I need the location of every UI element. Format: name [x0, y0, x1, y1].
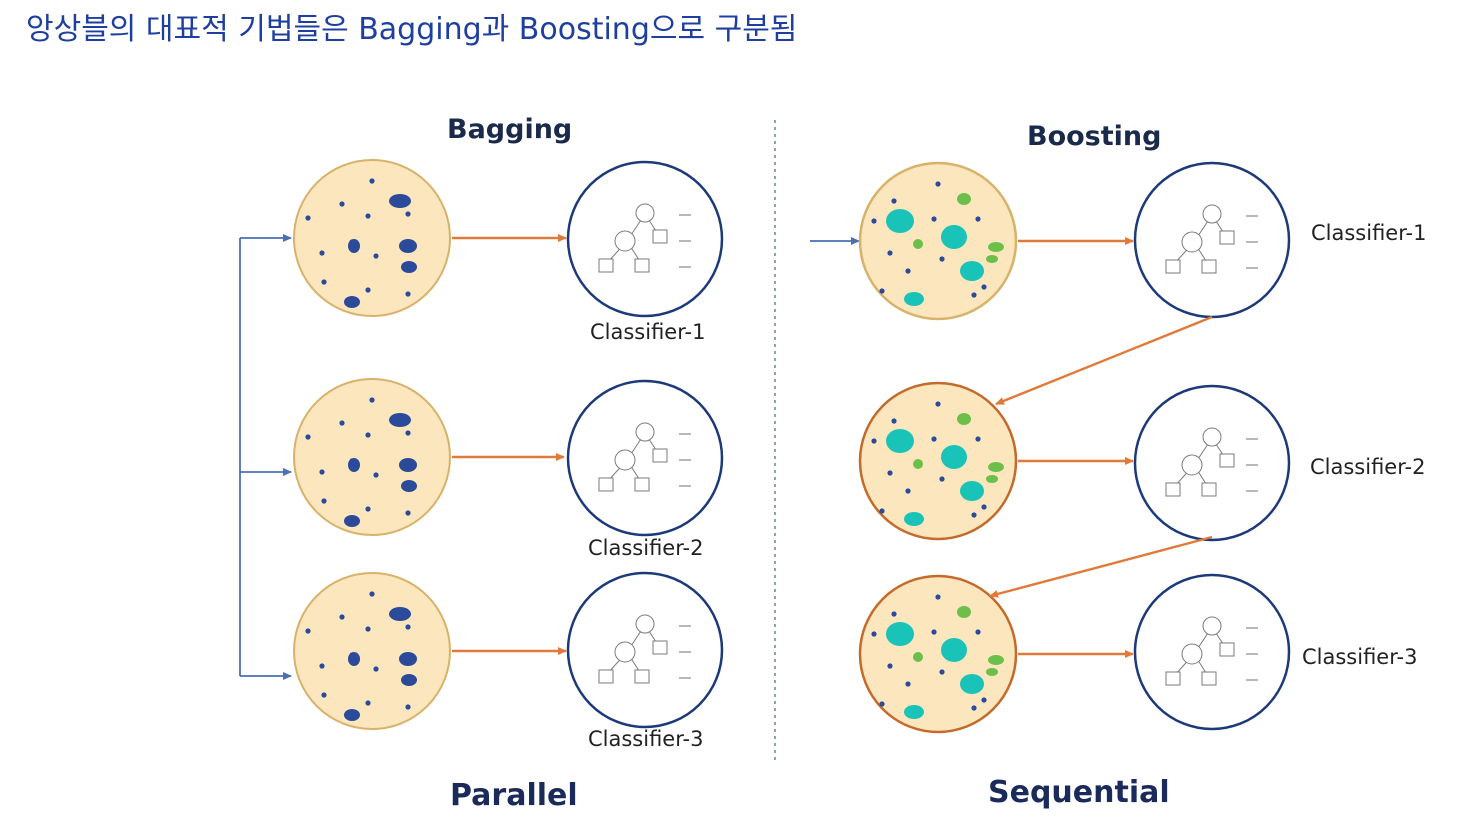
bagging-label-3: Classifier-3	[588, 727, 704, 751]
bagging-heading: Bagging	[447, 114, 573, 145]
boost-feedback-arrow-1	[995, 315, 1213, 406]
boosting-heading: Boosting	[1027, 121, 1162, 152]
bagging-datasets	[293, 159, 451, 730]
boosting-label-1: Classifier-1	[1311, 221, 1427, 245]
bagging-dataset-1	[293, 159, 451, 317]
page-title: 앙상블의 대표적 기법들은 Bagging과 Boosting으로 구분됨	[26, 12, 798, 47]
bagging-input-flow	[239, 234, 292, 680]
bagging-label-2: Classifier-2	[588, 536, 704, 560]
bagging-dataset-3	[293, 572, 451, 730]
bagging-label-1: Classifier-1	[590, 320, 706, 344]
boosting-classifier-3	[1133, 573, 1291, 731]
bagging-classifier-3	[566, 571, 724, 729]
classifiers	[566, 160, 1291, 731]
boosting-dataset-3	[858, 574, 1018, 734]
boosting-datasets	[858, 161, 1018, 734]
bagging-classifier-1	[566, 160, 724, 318]
boosting-dataset-1	[858, 161, 1018, 321]
boost-feedback-arrow-2	[989, 535, 1213, 598]
parallel-label: Parallel	[450, 778, 578, 813]
boosting-label-3: Classifier-3	[1302, 645, 1418, 669]
boosting-label-2: Classifier-2	[1310, 455, 1426, 479]
sequential-label: Sequential	[988, 775, 1170, 810]
boosting-dataset-2	[858, 381, 1018, 541]
flow-arrows	[452, 234, 1213, 658]
bagging-dataset-2	[293, 378, 451, 536]
bagging-classifier-2	[566, 379, 724, 537]
boosting-classifier-1	[1133, 161, 1291, 319]
boosting-classifier-2	[1133, 384, 1291, 542]
